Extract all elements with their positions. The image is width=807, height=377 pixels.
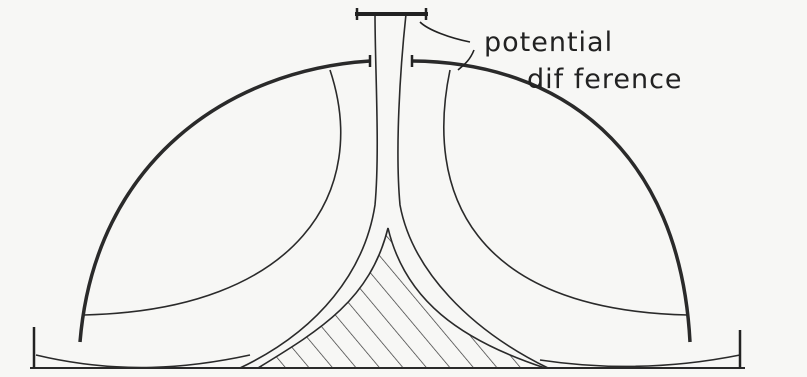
pointer-to-cap (419, 21, 471, 43)
label-line-1: potential (484, 27, 613, 58)
central-stem-left (239, 13, 379, 369)
left-outer-arc (78, 59, 371, 343)
right-inner-arc (443, 69, 689, 316)
left-inner-arc (83, 69, 342, 316)
left-bottom-lens (35, 354, 251, 369)
right-outer-arc (411, 59, 692, 343)
pointer-to-arc (457, 49, 475, 71)
hatched-region (255, 227, 546, 369)
central-stem-right (397, 13, 549, 369)
label-line-2: dif ference (527, 64, 683, 95)
right-bottom-lens (539, 354, 741, 368)
